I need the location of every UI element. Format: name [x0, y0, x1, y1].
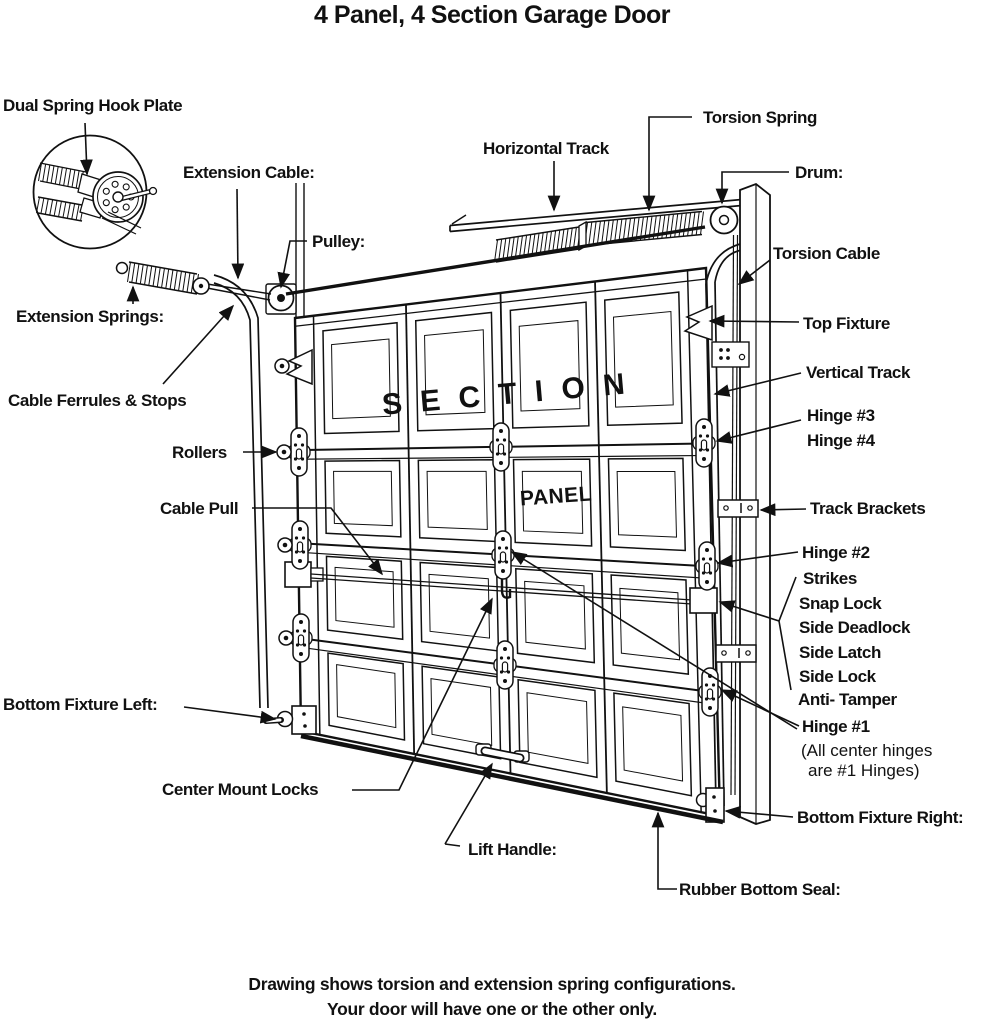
label-hinge-1-note-1: (All center hinges [801, 741, 933, 760]
leader-lines [80, 116, 807, 890]
label-rubber-bottom-seal: Rubber Bottom Seal: [679, 880, 841, 899]
panel-text: PANEL [519, 483, 593, 511]
label-cable-ferrules: Cable Ferrules & Stops [8, 391, 187, 410]
lock-parts [284, 561, 718, 614]
horizontal-track-drawing [449, 196, 765, 233]
track-bracket-parts [715, 499, 759, 663]
label-hinge-1: Hinge #1 [802, 717, 870, 736]
label-side-latch: Side Latch [799, 643, 881, 662]
label-bottom-fixture-right: Bottom Fixture Right: [797, 808, 964, 827]
label-pulley: Pulley: [312, 232, 365, 251]
label-torsion-spring: Torsion Spring [703, 108, 818, 127]
bottom-fixture-left-part [263, 705, 317, 735]
flag-bracket [285, 348, 313, 386]
label-snap-lock: Snap Lock [799, 594, 882, 613]
label-track-brackets: Track Brackets [810, 499, 926, 518]
torsion-assembly [578, 205, 739, 252]
left-track-drawing [115, 183, 305, 709]
page-title: 4 Panel, 4 Section Garage Door [314, 1, 670, 29]
lift-handle-part [475, 743, 530, 763]
footer-line-2: Your door will have one or the other onl… [327, 999, 657, 1019]
label-extension-springs: Extension Springs: [16, 307, 164, 326]
label-strikes: Strikes [803, 569, 857, 588]
label-anti-tamper: Anti- Tamper [798, 690, 897, 709]
rubber-seal-line [300, 733, 724, 825]
label-hinge-4: Hinge #4 [807, 431, 875, 450]
label-torsion-cable: Torsion Cable [773, 244, 880, 263]
label-top-fixture: Top Fixture [803, 314, 890, 333]
label-bottom-fixture-left: Bottom Fixture Left: [3, 695, 158, 714]
label-cable-pull: Cable Pull [160, 499, 239, 518]
label-side-deadlock: Side Deadlock [799, 618, 911, 637]
label-center-mount-locks: Center Mount Locks [162, 780, 319, 799]
label-rollers: Rollers [172, 443, 227, 462]
extension-cable-line [285, 225, 706, 296]
top-fixture-part [683, 304, 713, 342]
label-extension-cable: Extension Cable: [183, 163, 315, 182]
dual-spring-hook-plate-inset [32, 134, 158, 250]
label-hinge-2: Hinge #2 [802, 543, 870, 562]
label-side-lock: Side Lock [799, 667, 876, 686]
footer-line-1: Drawing shows torsion and extension spri… [248, 974, 736, 994]
label-vertical-track: Vertical Track [806, 363, 911, 382]
label-horizontal-track: Horizontal Track [483, 139, 609, 158]
label-dual-spring-hook-plate: Dual Spring Hook Plate [3, 96, 183, 115]
label-drum: Drum: [795, 163, 844, 182]
label-hinge-3: Hinge #3 [807, 406, 875, 425]
label-lift-handle: Lift Handle: [468, 840, 557, 859]
label-hinge-1-note-2: are #1 Hinges) [808, 761, 920, 780]
